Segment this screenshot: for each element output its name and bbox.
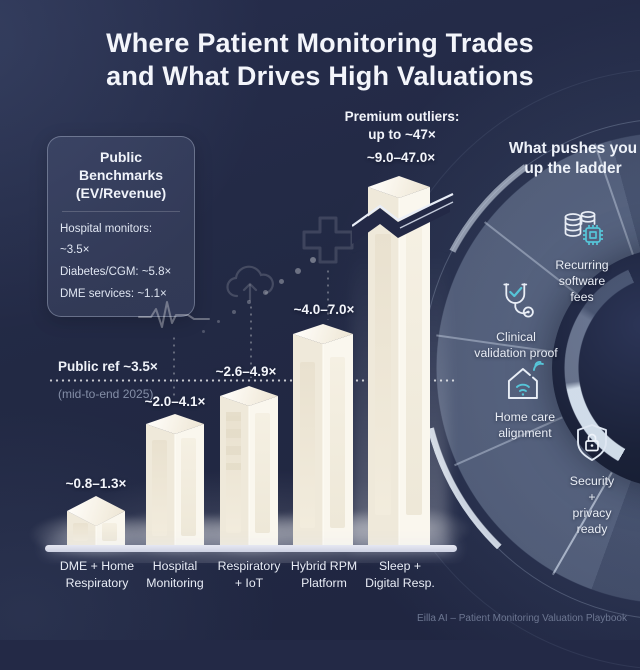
bar-top-face [146,414,204,434]
bar-value-label: ~9.0–47.0× [366,150,436,165]
trail-dot [310,257,316,263]
ecg-heartbeat-icon [138,301,210,328]
shield-lock-icon [577,424,607,461]
page-title: Where Patient Monitoring Trades and What… [106,28,534,91]
trail-dot [202,330,205,333]
reference-line [48,379,455,382]
ladder-item-home-care: Home care alignment [495,360,555,442]
trail-dot [247,300,251,304]
bar-hybrid-rpm-platform [293,324,353,547]
benchmarks-title: Public Benchmarks (EV/Revenue) [75,149,167,202]
x-axis-label: DME + Home Respiratory [59,559,135,590]
bar-value-label: ~2.6–4.9× [215,364,277,379]
premium-outliers-annotation: Premium outliers: up to ~47× [344,109,460,143]
ladder-item-recurring-fees: Recurring software fees [553,210,611,306]
coins-chip-icon [564,211,603,245]
x-axis-baseline [45,545,457,552]
dotted-connector [250,304,252,378]
ladder-title: What pushes you up the ladder [508,140,638,178]
bar-value-label: ~0.8–1.3× [65,476,127,491]
trail-dot [263,290,268,295]
bar-dme-home-respiratory [67,496,125,547]
stethoscope-check-icon [503,283,534,318]
ladder-item-label: Security + privacy ready [569,474,615,536]
trail-dot [217,320,220,323]
axis-break-icon [352,193,454,244]
divider [62,210,180,212]
bar-value-label: ~2.0–4.1× [144,394,206,409]
bar-respiratory-iot [220,386,278,547]
benchmark-row: Hospital monitors: ~3.5× [60,222,153,257]
bar-sleep-digital-resp [368,176,430,547]
dotted-connector [327,268,329,320]
ladder-item-label: Clinical validation proof [474,330,558,360]
reference-line-sublabel: (mid-to-end 2025) [58,387,154,401]
ladder-item-clinical-validation: Clinical validation proof [474,280,558,362]
bar-body [293,334,353,547]
dotted-connector [173,335,175,397]
x-axis-label: Respiratory + IoT [217,559,281,590]
bar-body [220,396,278,547]
ladder-item-label: Recurring software fees [555,258,609,304]
medical-cross-icon [302,216,354,264]
x-axis-label: Hybrid RPM Platform [290,559,358,590]
benchmark-row: DME services: ~1.1× [60,288,167,301]
ladder-item-security-privacy: Security + privacy ready [568,422,616,538]
reference-line-label: Public ref ~3.5× [58,359,158,374]
benchmark-row: Diabetes/CGM: ~5.8× [60,266,172,279]
trail-dot [232,310,236,314]
bar-body [368,187,430,547]
trail-dot [279,279,284,284]
bar-value-label: ~4.0–7.0× [293,302,355,317]
bar-body [67,511,125,547]
bar-top-face [220,386,278,406]
x-axis-label: Hospital Monitoring [146,559,204,590]
home-wifi-icon [508,361,544,399]
footer-credit: Eilla AI – Patient Monitoring Valuation … [417,613,627,624]
bar-body [146,424,204,547]
bar-hospital-monitoring [146,414,204,547]
benchmarks-panel: Public Benchmarks (EV/Revenue) Hospital … [47,136,195,317]
bar-top-face [368,176,430,198]
trail-dot [295,268,301,274]
bar-top-face [293,324,353,344]
cloud-upload-icon [226,265,274,302]
ladder-item-label: Home care alignment [494,410,556,440]
x-axis-label: Sleep + Digital Resp. [365,559,435,590]
